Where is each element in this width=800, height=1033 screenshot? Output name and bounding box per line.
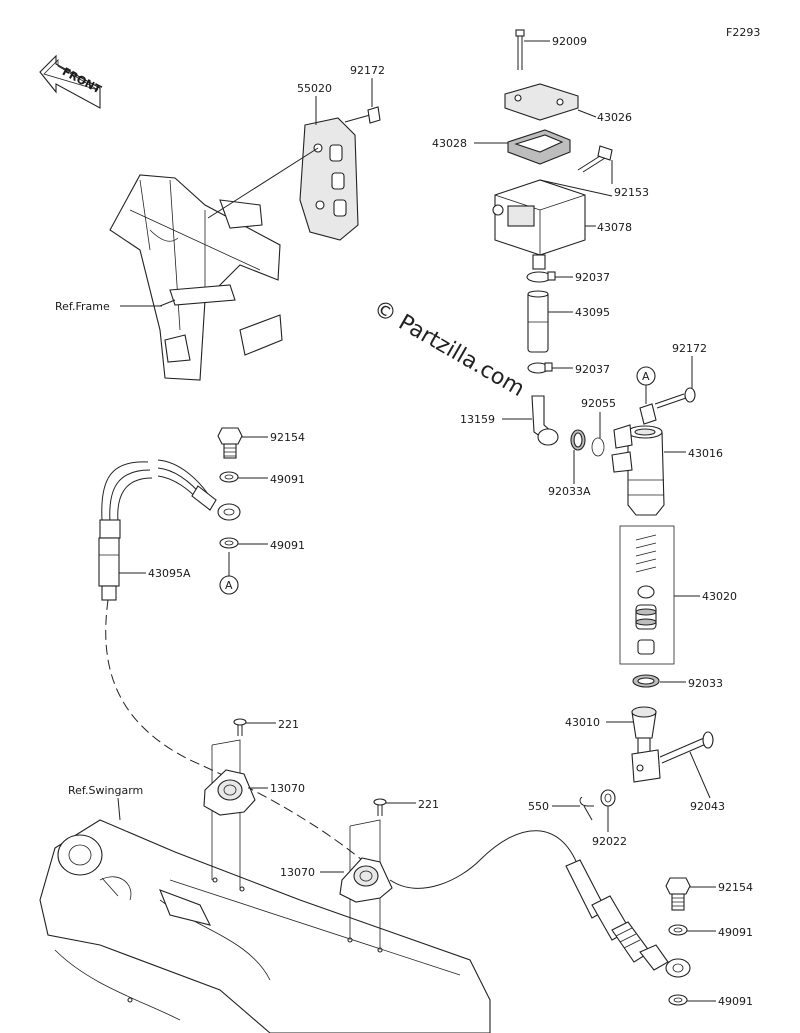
marker-a-upper: A [636, 366, 656, 404]
callout-49091-left-a: 49091 [270, 473, 305, 486]
washer-49091-right-b [668, 994, 688, 1006]
callout-550: 550 [528, 800, 549, 813]
watermark: © Partzilla.com [369, 296, 529, 403]
washer-92022 [600, 789, 616, 807]
clamp-92037-bottom [527, 362, 553, 374]
ref-swingarm-label: Ref.Swingarm [68, 784, 143, 797]
guard-plate-55020 [299, 117, 359, 241]
callout-92043: 92043 [690, 800, 725, 813]
svg-text:A: A [642, 370, 650, 383]
callout-92037-top: 92037 [575, 271, 610, 284]
callout-43095: 43095 [575, 306, 610, 319]
callout-92033: 92033 [688, 677, 723, 690]
callout-92172-top: 92172 [350, 64, 385, 77]
push-rod-43010 [631, 706, 661, 783]
callout-221-upper: 221 [278, 718, 299, 731]
clamp-13070-upper [203, 739, 256, 888]
callout-55020: 55020 [297, 82, 332, 95]
circlip-92033A [570, 429, 586, 451]
callout-92153: 92153 [614, 186, 649, 199]
callout-92022: 92022 [592, 835, 627, 848]
master-cylinder-43016 [611, 403, 665, 516]
callout-92154-right: 92154 [718, 881, 753, 894]
bolt-92153 [577, 145, 613, 173]
callout-92033A: 92033A [548, 485, 591, 498]
callout-92009: 92009 [552, 35, 587, 48]
callout-43095A: 43095A [148, 567, 191, 580]
circlip-92033 [632, 674, 660, 688]
callout-92037-bottom: 92037 [575, 363, 610, 376]
callout-13159: 13159 [460, 413, 495, 426]
fitting-13159 [531, 395, 559, 446]
callout-49091-right-b: 49091 [718, 995, 753, 1008]
washer-49091-left-b [219, 537, 239, 549]
marker-a-left: A [219, 552, 239, 595]
reservoir-body-43078 [492, 179, 586, 270]
washer-49091-right-a [668, 924, 688, 936]
screw-92009 [515, 29, 525, 70]
callout-92055: 92055 [581, 397, 616, 410]
callout-43028: 43028 [432, 137, 467, 150]
hose-route-solid [389, 830, 579, 889]
clamp-92037-top [526, 271, 556, 283]
callout-13070-lower: 13070 [280, 866, 315, 879]
piston-kit-43020 [619, 525, 675, 665]
front-arrow-icon: FRONT [39, 54, 104, 109]
hose-route-dashed [105, 599, 363, 861]
figure-code: F2293 [726, 26, 760, 39]
swingarm-drawing [39, 819, 491, 1033]
svg-text:A: A [225, 579, 233, 592]
diaphragm-43028 [507, 129, 571, 165]
callout-43016: 43016 [688, 447, 723, 460]
callout-43010: 43010 [565, 716, 600, 729]
callout-49091-left-b: 49091 [270, 539, 305, 552]
clamp-13070-lower [339, 819, 393, 950]
bolt-92172-right [654, 387, 696, 409]
banjo-bolt-92154-left [217, 427, 243, 459]
brake-hose-43095A [98, 459, 241, 601]
o-ring-92055 [591, 437, 605, 457]
callout-43078: 43078 [597, 221, 632, 234]
callout-49091-right-a: 49091 [718, 926, 753, 939]
ref-frame-label: Ref.Frame [55, 300, 110, 313]
callout-13070-upper: 13070 [270, 782, 305, 795]
bolt-92172-top [344, 106, 381, 124]
hose-43095 [527, 290, 549, 353]
callout-221-lower: 221 [418, 798, 439, 811]
washer-49091-left-a [219, 471, 239, 483]
callout-92154-left: 92154 [270, 431, 305, 444]
cotter-pin-550 [579, 796, 594, 821]
callout-43020: 43020 [702, 590, 737, 603]
screw-221-lower [373, 798, 387, 816]
banjo-bolt-92154-right [665, 877, 691, 911]
reservoir-cap-43026 [504, 83, 579, 121]
callout-43026: 43026 [597, 111, 632, 124]
pin-92043 [659, 731, 714, 764]
lower-hose-end [565, 859, 691, 978]
frame-drawing [109, 174, 283, 381]
callout-92172-right: 92172 [672, 342, 707, 355]
screw-221-upper [233, 718, 247, 736]
